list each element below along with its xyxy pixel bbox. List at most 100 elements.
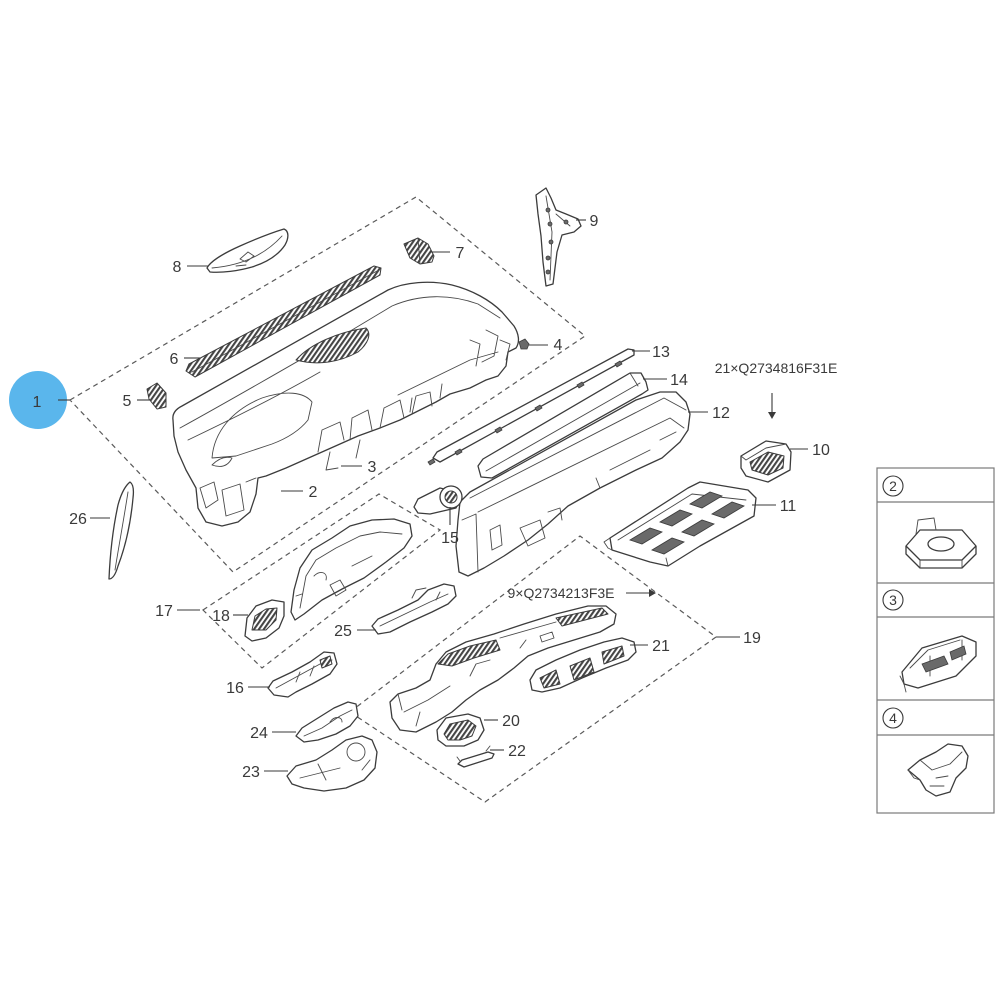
callout-25[interactable]: 25 <box>334 623 352 640</box>
callout-13[interactable]: 13 <box>652 344 670 361</box>
part-10-drawing <box>740 440 792 483</box>
callout-22[interactable]: 22 <box>508 743 526 760</box>
callout-26[interactable]: 26 <box>69 511 87 528</box>
legend-part-4-drawing <box>907 743 969 797</box>
part-15-opening <box>444 490 458 504</box>
callout-15[interactable]: 15 <box>441 530 459 547</box>
part-15-drawing <box>413 485 463 515</box>
callout-6[interactable]: 6 <box>170 351 179 368</box>
legend-badge-3 <box>882 589 904 611</box>
part-18-opening <box>251 607 278 631</box>
callout-12[interactable]: 12 <box>712 405 730 422</box>
legend-number-4: 4 <box>889 710 897 726</box>
part-23-details <box>299 759 371 781</box>
part-21-drawing <box>529 637 637 693</box>
part-21-grilles <box>539 645 625 689</box>
part-6-details <box>191 270 378 373</box>
callout-23[interactable]: 23 <box>242 764 260 781</box>
part-24-drawing <box>295 701 359 743</box>
legend-badge-2 <box>882 475 904 497</box>
part-8-outline <box>206 228 289 273</box>
legend-badge-4 <box>882 707 904 729</box>
part-26-outline <box>108 481 135 580</box>
legend-part-2-hole <box>927 536 955 552</box>
part-25-drawing <box>371 583 457 635</box>
legend-number-2: 2 <box>889 478 897 494</box>
callout-5[interactable]: 5 <box>123 393 132 410</box>
part-19-duct-top-grille <box>555 607 609 627</box>
part-23-drawing <box>286 735 378 792</box>
callout-7[interactable]: 7 <box>456 245 465 262</box>
part-17-drawing <box>290 518 413 621</box>
callout-labels: 1 2 3 4 5 6 7 8 9 10 11 12 13 14 15 16 1… <box>33 213 838 781</box>
callout-16[interactable]: 16 <box>226 680 244 697</box>
part-24-details <box>303 709 353 737</box>
callout-1[interactable]: 1 <box>33 394 42 411</box>
part-13-drawing <box>427 348 635 466</box>
part-7-drawing <box>403 237 435 265</box>
part-20-opening <box>443 719 477 741</box>
part-13-clips <box>427 360 623 466</box>
legend-part-2-details <box>915 517 963 569</box>
callout-24[interactable]: 24 <box>250 725 268 742</box>
part-18-drawing <box>244 599 285 642</box>
part-16-grille <box>319 655 333 669</box>
part-16-drawing <box>267 651 338 698</box>
part-10-details <box>740 443 787 461</box>
group-box-19 <box>348 535 718 803</box>
part-1-center-opening <box>295 327 370 364</box>
callout-20[interactable]: 20 <box>502 713 520 730</box>
part-17-details <box>295 531 403 609</box>
legend-part-3-details <box>899 639 963 693</box>
part-13-outline <box>432 348 635 463</box>
part-22-details <box>456 745 491 762</box>
part-1-drawing <box>172 281 520 527</box>
part-26-details <box>114 491 129 571</box>
callout-14[interactable]: 14 <box>670 372 688 389</box>
part-9-outline <box>535 187 582 287</box>
leader-lines <box>58 219 808 772</box>
legend-part-4-details <box>907 751 963 787</box>
callout-18[interactable]: 18 <box>212 608 230 625</box>
part-6-drawing <box>185 265 382 378</box>
part-12-details <box>461 397 687 573</box>
part-11-slots <box>629 491 745 555</box>
part-23-outline <box>286 735 378 792</box>
legend-part-4-outline <box>907 743 969 797</box>
part-16-outline <box>267 651 338 698</box>
legend-part-2-drawing <box>905 517 977 569</box>
part-19-duct-grille <box>437 639 501 667</box>
callout-11[interactable]: 11 <box>780 498 797 515</box>
callout-4[interactable]: 4 <box>554 337 563 354</box>
callout-1-highlight[interactable] <box>9 371 67 429</box>
part-24-outline <box>295 701 359 743</box>
part-20-drawing <box>436 713 485 747</box>
callout-10[interactable]: 10 <box>812 442 830 459</box>
callout-8[interactable]: 8 <box>173 259 182 276</box>
part-5-drawing <box>146 382 167 410</box>
part-12-outline <box>455 391 691 577</box>
part-4-outline <box>518 338 530 350</box>
legend-part-3-drawing <box>899 635 977 693</box>
part-9-drawing <box>535 187 582 287</box>
part-8-drawing <box>206 228 289 273</box>
part-25-outline <box>371 583 457 635</box>
group-box-17 <box>202 493 442 669</box>
upper-fastener-note: 21×Q2734816F31E <box>715 360 838 376</box>
upper-fastener-arrowhead <box>768 412 776 419</box>
callout-9[interactable]: 9 <box>590 213 599 230</box>
legend-number-3: 3 <box>889 592 897 608</box>
part-22-drawing <box>456 745 495 768</box>
part-10-opening <box>749 451 785 476</box>
callout-3[interactable]: 3 <box>368 459 377 476</box>
part-11-outline <box>609 481 757 567</box>
part-22-outline <box>457 751 495 768</box>
part-23-ring <box>346 742 366 762</box>
callout-19[interactable]: 19 <box>743 630 761 647</box>
callout-17[interactable]: 17 <box>155 603 173 620</box>
callout-2[interactable]: 2 <box>309 484 318 501</box>
lower-fastener-arrowhead <box>649 589 656 597</box>
part-11-details <box>603 493 747 567</box>
callout-21[interactable]: 21 <box>652 638 670 655</box>
part-11-drawing <box>603 481 757 567</box>
